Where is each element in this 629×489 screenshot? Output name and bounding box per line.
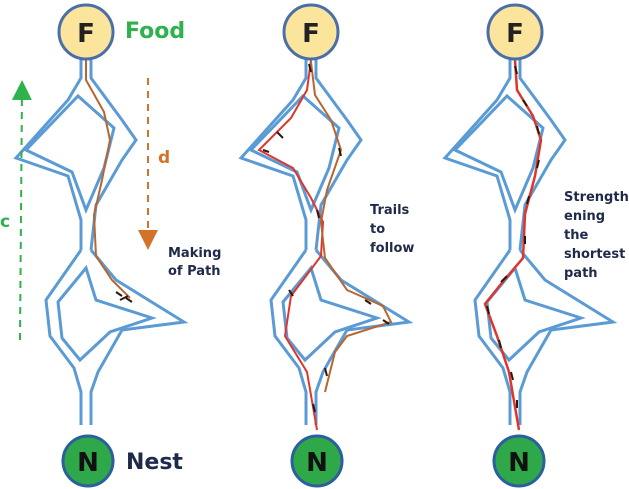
caption-line: shortest <box>564 247 625 262</box>
brown-trail <box>310 61 393 393</box>
ant-cluster <box>262 63 390 413</box>
caption-line: follow <box>370 241 414 256</box>
food-letter: F <box>302 19 320 49</box>
exploratory-trail <box>85 60 131 299</box>
nest-node-3: N <box>492 434 546 488</box>
caption-line: Making <box>168 246 221 261</box>
food-letter: F <box>506 19 524 49</box>
arrow-c-label: c <box>0 212 10 232</box>
nest-letter: N <box>508 448 530 478</box>
arrow-c <box>11 80 32 341</box>
nest-node-1: N <box>61 434 115 488</box>
food-label: Food <box>125 19 185 44</box>
nest-letter: N <box>77 448 99 478</box>
panel-2 <box>239 56 411 431</box>
nest-node-2: N <box>290 434 344 488</box>
caption-panel-1: Making of Path <box>168 246 221 279</box>
food-node-1: F <box>57 3 115 61</box>
nest-label: Nest <box>126 450 183 475</box>
food-letter: F <box>77 19 95 49</box>
ant-cluster <box>115 291 133 303</box>
red-trail <box>257 59 325 431</box>
caption-line: path <box>564 266 598 281</box>
shortest-trail <box>483 59 543 431</box>
nest-letter: N <box>306 448 328 478</box>
caption-panel-3: Strength ening the shortest path <box>564 190 629 281</box>
ant-cluster <box>486 65 540 408</box>
caption-panel-2: Trails to follow <box>370 203 414 256</box>
caption-line: ening <box>564 209 605 224</box>
caption-line: the <box>564 228 588 243</box>
food-node-3: F <box>486 3 544 61</box>
caption-line: Trails <box>370 203 410 218</box>
panel-3 <box>443 56 615 431</box>
path-network-1 <box>14 56 186 427</box>
food-node-2: F <box>282 3 340 61</box>
panel-1 <box>14 56 186 427</box>
caption-line: to <box>370 222 385 237</box>
caption-line: Strength <box>564 190 629 205</box>
caption-line: of Path <box>168 264 221 279</box>
arrow-d-label: d <box>158 148 170 168</box>
